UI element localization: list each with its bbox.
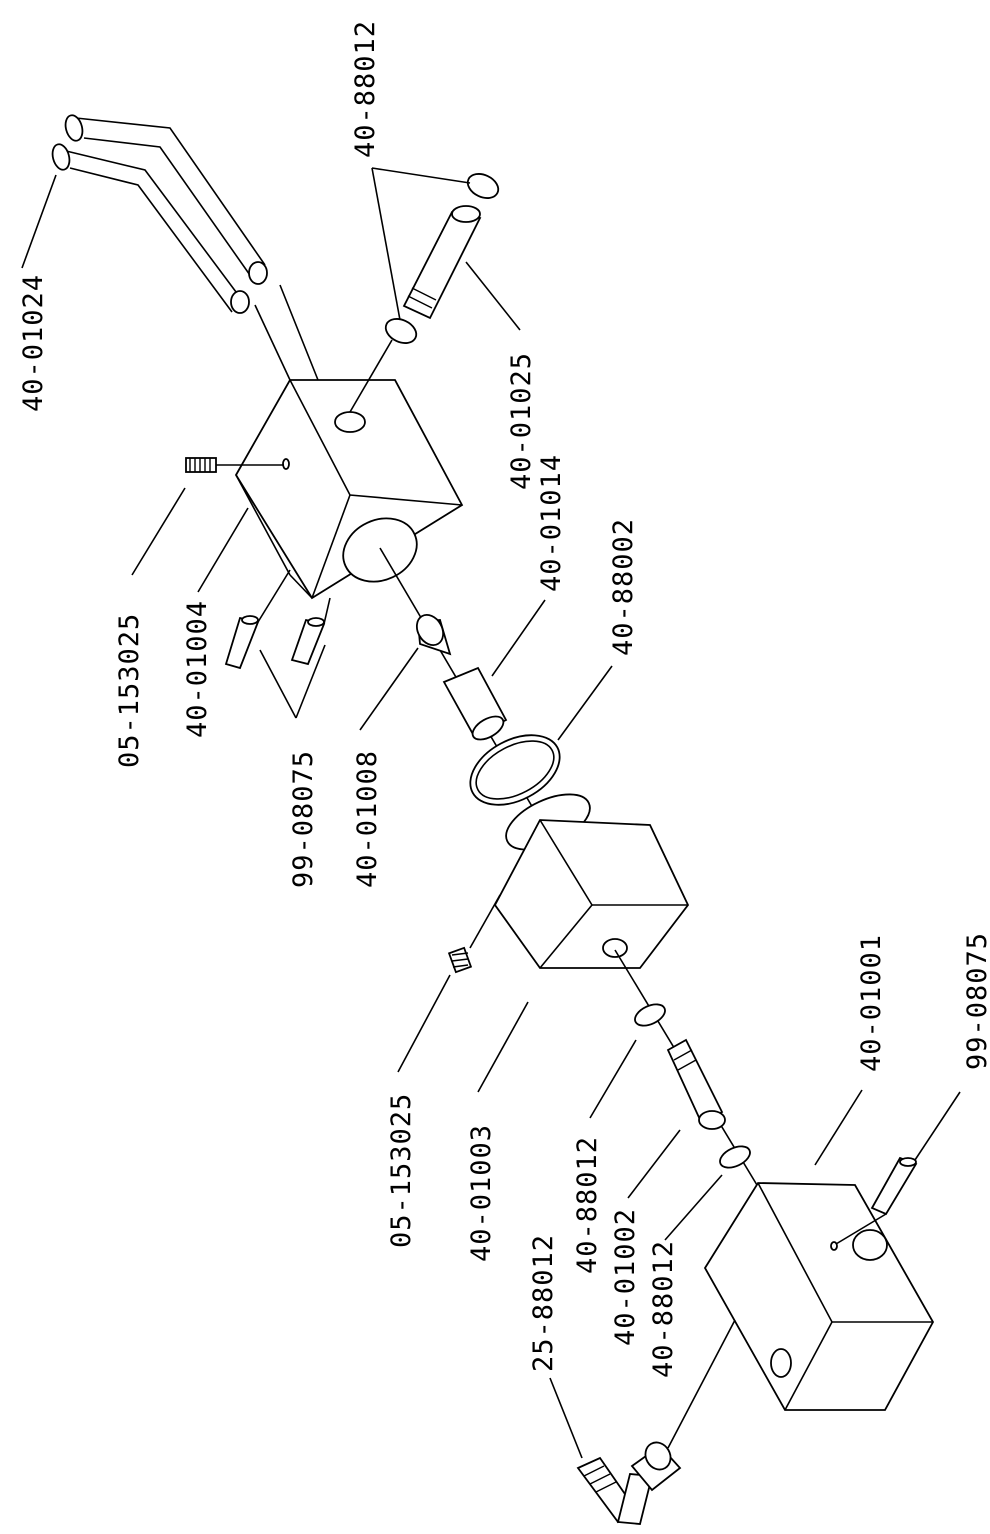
- fitting-parts: [614, 949, 761, 1191]
- lower-block: [703, 1156, 935, 1411]
- elbow-fitting: [576, 1319, 736, 1525]
- pins-upper: [224, 569, 331, 670]
- label-ring-top: 40-88012: [350, 20, 381, 158]
- label-cone: 40-01008: [352, 750, 383, 888]
- label-tubes: 40-01024: [18, 274, 49, 412]
- label-setscrew-middle: 05-153025: [386, 1093, 417, 1248]
- label-sleeve: 40-01025: [506, 352, 537, 490]
- label-cone-seat: 40-01014: [536, 454, 567, 592]
- label-ring-mid: 40-88012: [572, 1136, 603, 1274]
- label-elbow: 25-88012: [528, 1234, 559, 1372]
- label-setscrew-upper: 05-153025: [114, 613, 145, 768]
- leader-lines: [21, 167, 961, 1459]
- label-pins-upper: 99-08075: [288, 750, 319, 888]
- setscrew-upper: [185, 457, 284, 473]
- label-middle-block: 40-01003: [466, 1124, 497, 1262]
- tube-assembly: [51, 114, 319, 381]
- label-lower-block: 40-01001: [856, 934, 887, 1072]
- label-upper-block: 40-01004: [182, 600, 213, 738]
- sleeve-parts: [349, 173, 500, 413]
- middle-block: [447, 793, 690, 974]
- label-spacer: 40-88002: [608, 518, 639, 656]
- cone-spacer: [379, 547, 561, 821]
- part-labels: 40-88012 40-01024 40-01025 40-01014 05-1…: [18, 20, 990, 1378]
- label-ring-low: 40-88012: [648, 1240, 679, 1378]
- label-fitting: 40-01002: [610, 1208, 641, 1346]
- upper-block: [234, 379, 464, 600]
- label-pin-lower: 99-08075: [962, 932, 990, 1070]
